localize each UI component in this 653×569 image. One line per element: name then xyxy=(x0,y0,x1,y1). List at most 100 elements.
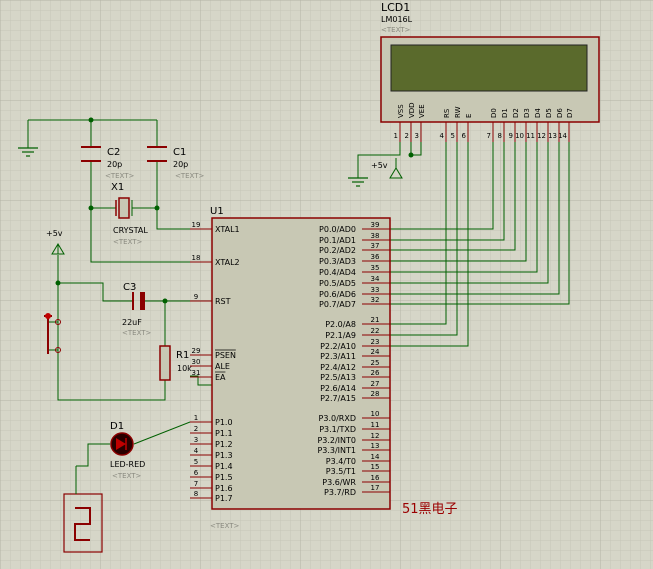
mcu-pin-name: P2.1/A9 xyxy=(325,331,356,340)
mcu-text-tag: <TEXT> xyxy=(210,522,240,530)
brand-text: 51黑电子 xyxy=(402,502,458,517)
vcc-left-terminal: +5v xyxy=(46,229,65,255)
x1-value: CRYSTAL xyxy=(113,226,148,235)
ground-icon xyxy=(18,147,38,157)
mcu-pin-name: P2.5/A13 xyxy=(320,373,356,382)
resistor-r1[interactable]: R1 10k xyxy=(159,345,192,381)
mcu-pin-number: 11 xyxy=(371,421,380,429)
mcu-pin-number: 27 xyxy=(371,380,380,388)
lcd-pin-name: D7 xyxy=(566,108,574,118)
lcd-pin-number: 6 xyxy=(462,132,467,140)
mcu-pin-number: 19 xyxy=(192,221,201,229)
mcu-pin-number: 18 xyxy=(192,254,201,262)
c3-value: 22uF xyxy=(122,318,142,327)
lcd-lm016l[interactable]: LCD1 LM016L <TEXT> VSS1VDD2VEE3RS4RW5E6D… xyxy=(380,1,600,142)
mcu-pin-number: 30 xyxy=(192,358,201,366)
c1-value: 20p xyxy=(173,160,188,169)
mcu-pin-name: P2.0/A8 xyxy=(325,320,356,329)
mcu-pin-name: P1.3 xyxy=(215,451,233,460)
mcu-pin-number: 33 xyxy=(371,286,380,294)
mcu-pin-number: 22 xyxy=(371,327,380,335)
mcu-pin-number: 14 xyxy=(371,453,380,461)
mcu-pin-number: 15 xyxy=(371,463,380,471)
r1-value: 10k xyxy=(177,364,192,373)
mcu-pin-name: P0.2/AD2 xyxy=(319,246,356,255)
lcd-pin-number: 14 xyxy=(558,132,567,140)
lcd-text-tag: <TEXT> xyxy=(381,26,411,34)
capacitor-c2[interactable]: C2 20p <TEXT> xyxy=(81,146,135,180)
mcu-pin-number: 25 xyxy=(371,359,380,367)
junctions xyxy=(55,117,414,304)
mcu-pin-number: 7 xyxy=(194,480,198,488)
lcd-pin-name: D5 xyxy=(545,108,553,118)
mcu-pin-name: P3.1/TXD xyxy=(319,425,356,434)
mcu-pin-number: 17 xyxy=(371,484,380,492)
mcu-pin-number: 4 xyxy=(194,447,199,455)
mcu-pin-number: 32 xyxy=(371,296,380,304)
mcu-pin-number: 21 xyxy=(371,316,380,324)
mcu-pin-name: P0.0/AD0 xyxy=(319,225,356,234)
mcu-pin-number: 29 xyxy=(192,347,201,355)
mcu-pin-name: P0.1/AD1 xyxy=(319,236,356,245)
mcu-pin-number: 8 xyxy=(194,490,198,498)
lcd-pin-number: 10 xyxy=(515,132,524,140)
mcu-right-pins: 39P0.0/AD038P0.1/AD137P0.2/AD236P0.3/AD3… xyxy=(317,221,390,497)
mcu-pin-name: P3.6/WR xyxy=(322,478,356,487)
mcu-pin-name: XTAL1 xyxy=(215,225,240,234)
mcu-pin-name: P1.7 xyxy=(215,494,233,503)
vcc-left-label: +5v xyxy=(46,229,63,238)
reset-button[interactable] xyxy=(44,313,61,354)
mcu-pin-name: P2.2/A10 xyxy=(320,342,356,351)
mcu-pin-number: 24 xyxy=(371,348,380,356)
c3-ref: C3 xyxy=(123,282,136,293)
mcu-pin-name: P3.2/INT0 xyxy=(317,436,356,445)
lcd-pin-name: RW xyxy=(454,106,462,118)
lcd-pin-name: RS xyxy=(443,108,451,118)
mcu-pin-name: P2.4/A12 xyxy=(320,363,356,372)
mcu-pin-name: P0.7/AD7 xyxy=(319,300,356,309)
lcd-pin-number: 12 xyxy=(537,132,546,140)
capacitor-c1[interactable]: C1 20p <TEXT> xyxy=(147,146,205,180)
lcd-pin-name: D4 xyxy=(534,108,542,118)
mcu-pin-name: XTAL2 xyxy=(215,258,240,267)
mcu-pin-number: 13 xyxy=(371,442,380,450)
led-d1[interactable]: D1 LED-RED <TEXT> xyxy=(110,421,145,480)
mcu-ref: U1 xyxy=(210,206,224,217)
r1-ref: R1 xyxy=(176,350,189,361)
mcu-pin-name: ALE xyxy=(215,362,230,371)
lcd-pin-number: 11 xyxy=(526,132,535,140)
mcu-pin-number: 23 xyxy=(371,338,380,346)
lcd-pin-name: VSS xyxy=(397,104,405,118)
mcu-pin-number: 3 xyxy=(194,436,198,444)
mcu-pin-number: 31 xyxy=(192,369,201,377)
lcd-ref: LCD1 xyxy=(381,1,410,14)
c2-text-tag: <TEXT> xyxy=(105,172,135,180)
lcd-pin-name: D6 xyxy=(556,108,564,118)
lcd-pin-number: 1 xyxy=(394,132,398,140)
mcu-pin-name: P0.6/AD6 xyxy=(319,290,356,299)
c2-value: 20p xyxy=(107,160,122,169)
mcu-pin-number: 12 xyxy=(371,432,380,440)
capacitor-c3[interactable]: C3 22uF <TEXT> xyxy=(122,282,152,337)
vcc-lcd-terminal: +5v xyxy=(371,161,403,179)
mcu-pin-name: P2.3/A11 xyxy=(320,352,356,361)
ground-icon xyxy=(348,177,368,187)
mcu-pin-number: 35 xyxy=(371,264,380,272)
mcu-pin-number: 9 xyxy=(194,293,198,301)
logic-probe-icon xyxy=(63,466,103,553)
d1-value: LED-RED xyxy=(110,460,145,469)
mcu-pin-number: 38 xyxy=(371,232,380,240)
mcu-pin-name: P2.6/A14 xyxy=(320,384,356,393)
mcu-pin-name: P3.5/T1 xyxy=(326,467,356,476)
mcu-pin-number: 26 xyxy=(371,369,380,377)
mcu-pin-name: PSEN xyxy=(215,351,236,360)
wires xyxy=(27,119,570,467)
mcu-pin-number: 34 xyxy=(371,275,380,283)
crystal-x1[interactable]: X1 CRYSTAL <TEXT> xyxy=(111,182,148,246)
c1-text-tag: <TEXT> xyxy=(175,172,205,180)
vcc-lcd-label: +5v xyxy=(371,161,388,170)
mcu-pin-name: P1.1 xyxy=(215,429,233,438)
